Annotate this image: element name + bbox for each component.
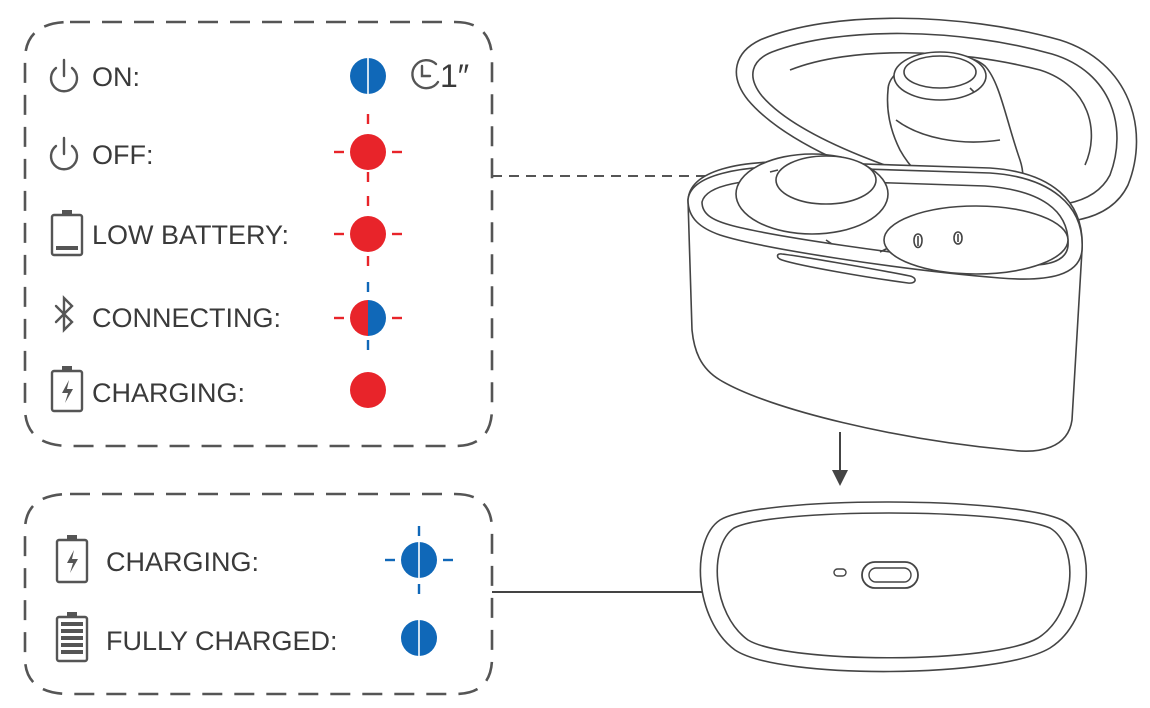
bluetooth-icon xyxy=(54,295,74,333)
charging-battery-icon xyxy=(55,535,89,584)
power-icon xyxy=(49,136,79,171)
usb-c-port xyxy=(861,561,919,589)
flashing-red-blue-led xyxy=(334,282,402,350)
low-battery-label: LOW BATTERY: xyxy=(92,220,289,250)
on-label: ON: xyxy=(92,62,140,92)
charging-battery-icon xyxy=(50,366,84,413)
flashing-red-led xyxy=(334,196,402,266)
connecting-label: CONNECTING: xyxy=(92,303,281,333)
flashing-blue-led xyxy=(385,526,453,594)
case-indicator-panel xyxy=(23,492,494,696)
low-battery-icon xyxy=(50,210,84,257)
down-arrow xyxy=(832,432,848,486)
hold-duration: 1″ xyxy=(440,58,469,94)
full-battery-icon xyxy=(55,612,89,663)
solid-red-led xyxy=(350,372,386,408)
case-bottom-illustration xyxy=(699,501,1088,673)
clock-icon xyxy=(411,59,440,90)
fully-charged-label: FULLY CHARGED: xyxy=(106,626,338,656)
flashing-red-led xyxy=(334,114,402,182)
power-icon xyxy=(49,58,79,93)
solid-blue-led xyxy=(401,620,437,656)
case-led-indicator xyxy=(833,568,847,577)
off-label: OFF: xyxy=(92,140,154,170)
charging-case-illustration xyxy=(687,17,1138,452)
solid-blue-led xyxy=(350,58,386,94)
case-charging-label: CHARGING: xyxy=(106,547,259,577)
earbud-indicator-panel xyxy=(23,20,494,448)
earbud-charging-label: CHARGING: xyxy=(92,378,245,408)
